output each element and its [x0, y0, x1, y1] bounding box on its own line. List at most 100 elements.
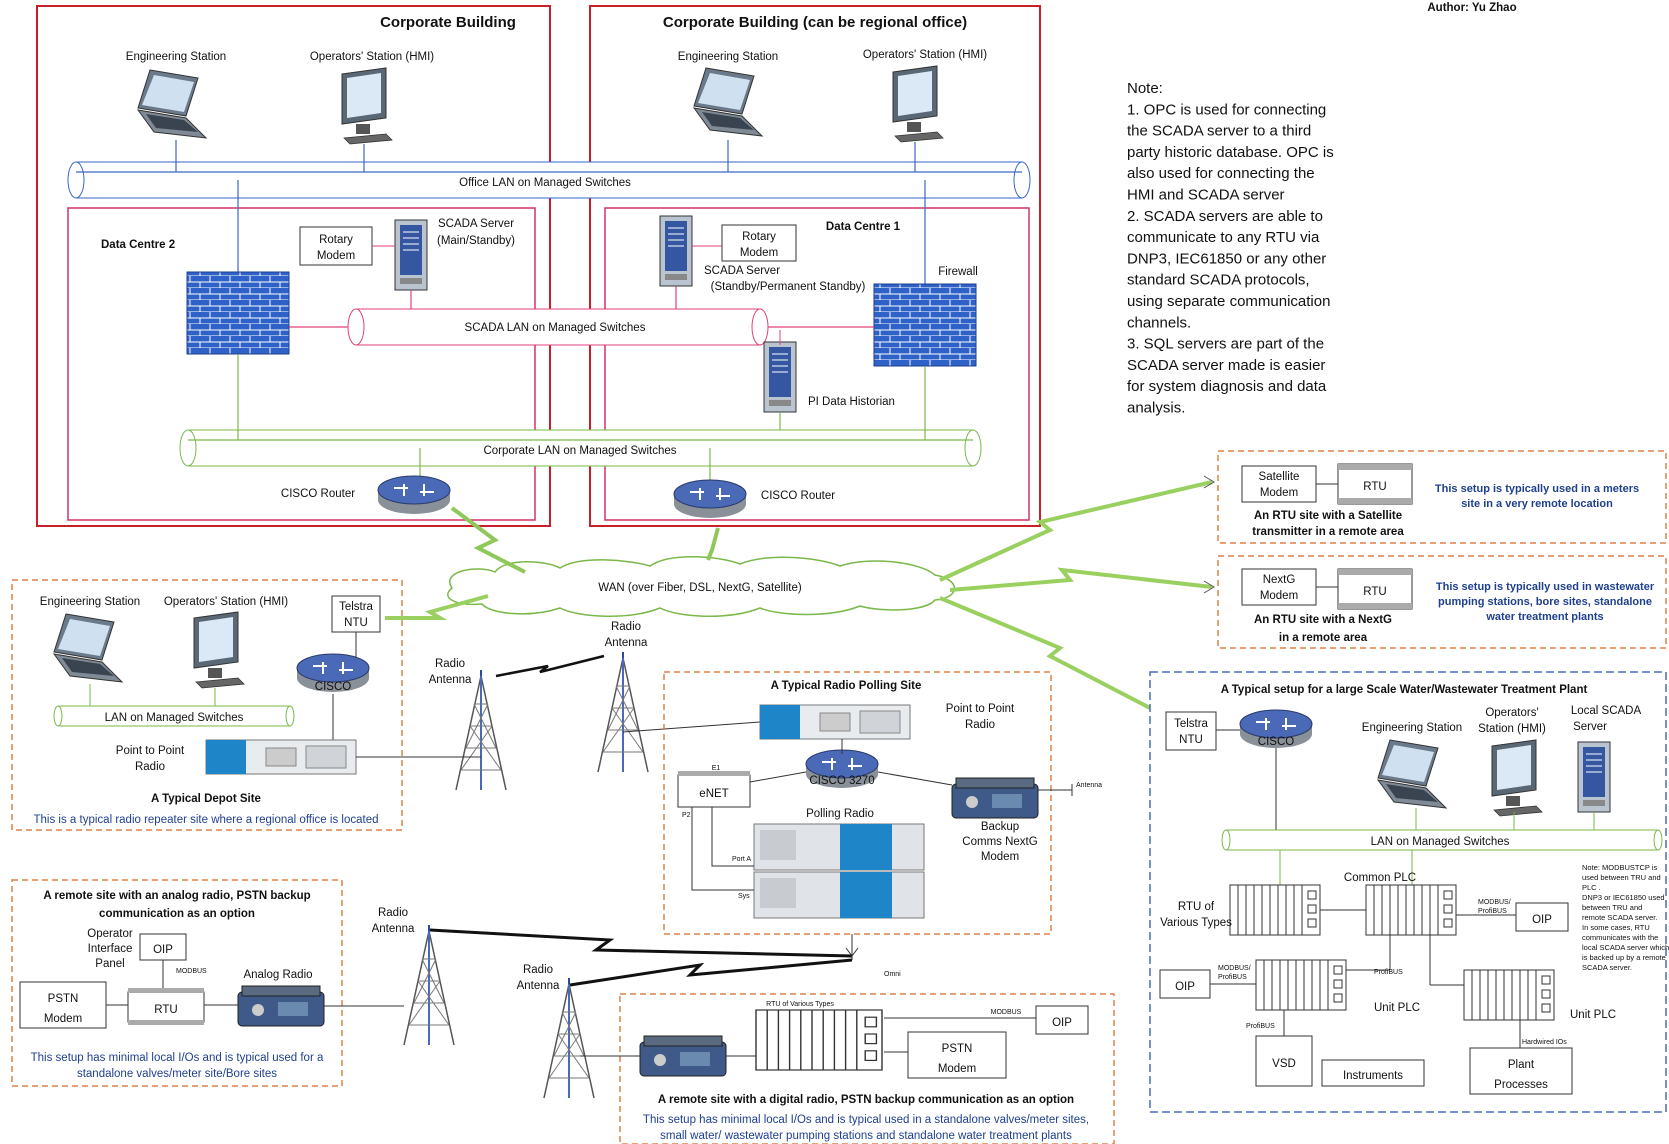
digital-site-title: A remote site with a digital radio, PSTN… — [658, 1094, 1074, 1106]
oip-panel-label: Panel — [95, 958, 124, 970]
firewall-left-icon — [186, 271, 290, 355]
polling-site-title: A Typical Radio Polling Site — [771, 680, 922, 692]
local-scada-label: Local SCADA — [1571, 705, 1642, 717]
treatment-note-line: PLC . — [1582, 883, 1601, 892]
enet-box — [677, 774, 751, 808]
satellite-caption: An RTU site with a Satellite — [1254, 510, 1402, 522]
local-scada-label: Server — [1573, 721, 1607, 733]
monitor-icon — [892, 65, 944, 143]
treatment-plant-box — [1149, 671, 1667, 1113]
pstn-modem-box — [19, 981, 107, 1029]
satellite-modem — [1241, 465, 1317, 503]
polling-radio-label: Polling Radio — [806, 808, 874, 820]
profibus-label: ProfiBUS — [1478, 908, 1507, 915]
sys-label: Sys — [738, 893, 750, 900]
instruments-box — [1321, 1059, 1425, 1087]
pstn-label: PSTN — [48, 993, 79, 1005]
rtu-label: RTU — [1363, 586, 1386, 598]
treatment-note-line: used between TRU and — [1582, 873, 1661, 882]
engineering-station-label: Engineering Station — [678, 51, 778, 63]
radio-tower-icon — [543, 977, 595, 1099]
rotary-modem-label: Rotary — [319, 234, 353, 246]
satellite-modem-label: Modem — [1260, 487, 1298, 499]
monitor-icon — [341, 67, 393, 145]
corporate-building-right-box — [589, 5, 1041, 527]
engineering-station-label: Engineering Station — [1362, 722, 1462, 734]
oip-panel-label: Operator — [87, 928, 133, 940]
nextg-description: water treatment plants — [1485, 611, 1603, 623]
laptop-icon — [693, 67, 763, 137]
depot-site-box — [11, 579, 403, 831]
pstn-label: Modem — [44, 1013, 82, 1025]
radio-antenna-label: Radio — [378, 907, 408, 919]
scada-server-label: (Standby/Permanent Standby) — [711, 281, 866, 293]
historian-label: PI Data Historian — [808, 396, 895, 408]
ptp-radio-label: Point to Point — [946, 703, 1015, 715]
oip-panel — [1035, 1005, 1089, 1035]
vsd-label: VSD — [1272, 1058, 1296, 1070]
pstn-modem-box — [907, 1031, 1007, 1079]
omni-label: Omni — [884, 971, 901, 978]
enet-label: eNET — [699, 788, 728, 800]
note-line: Note: — [1127, 80, 1163, 97]
office-lan-label: Office LAN on Managed Switches — [459, 177, 631, 189]
laptop-icon — [53, 613, 123, 683]
telstra-ntu-label: Telstra — [339, 601, 373, 613]
scada-server-icon — [659, 215, 693, 287]
nextg-modem-label: NextG — [1263, 574, 1296, 586]
unit-plc-icon — [1463, 969, 1555, 1021]
data-centre-2-box — [67, 207, 536, 521]
polling-radio-icon — [753, 823, 925, 919]
oip-label: OIP — [1532, 914, 1552, 926]
operators-station-label: Station (HMI) — [1478, 723, 1546, 735]
analog-radio-label: Analog Radio — [243, 969, 312, 981]
note-line: channels. — [1127, 314, 1191, 331]
historian-server-icon — [763, 341, 797, 413]
plant-processes-box — [1469, 1047, 1573, 1095]
note-line: the SCADA server to a third — [1127, 123, 1311, 140]
author-label: Author: Yu Zhao — [1427, 2, 1516, 14]
radio-antenna-label: Antenna — [605, 637, 648, 649]
treatment-lan-pipe: LAN on Managed Switches — [1221, 829, 1663, 851]
digital-site-description: small water/ wastewater pumping stations… — [660, 1130, 1072, 1142]
radio-antenna-label: Radio — [523, 964, 553, 976]
wan-label: WAN (over Fiber, DSL, NextG, Satellite) — [598, 582, 802, 594]
scada-server-label: SCADA Server — [438, 218, 514, 230]
note-line: DNP3, IEC61850 or any other — [1127, 250, 1326, 267]
profibus-label: ProfiBUS — [1218, 974, 1247, 981]
note-line: 3. SQL servers are part of the — [1127, 336, 1324, 353]
nextg-description: pumping stations, bore sites, standalone — [1438, 596, 1652, 608]
polling-site-box — [663, 671, 1052, 935]
wan-cloud: WAN (over Fiber, DSL, NextG, Satellite) — [447, 556, 956, 617]
operators-station-label: Operators' Station (HMI) — [863, 49, 987, 61]
local-scada-server-icon — [1577, 741, 1611, 813]
rotary-modem-label: Modem — [317, 250, 355, 262]
e1-label: E1 — [712, 765, 721, 772]
satellite-description: site in a very remote location — [1461, 498, 1613, 510]
profibus-label: ProfiBUS — [1246, 1023, 1275, 1030]
rotary-modem-right — [721, 224, 797, 262]
monitor-icon — [1491, 739, 1543, 817]
rotary-modem-label: Modem — [740, 247, 778, 259]
analog-site-description: This setup has minimal local I/Os and is… — [31, 1052, 324, 1064]
depot-description: This is a typical radio repeater site wh… — [34, 814, 379, 826]
cisco-label: CISCO — [1258, 736, 1294, 748]
telstra-ntu — [331, 595, 381, 633]
modbus-label: MODBUS/ — [1218, 965, 1251, 972]
backup-modem-label: Modem — [981, 851, 1019, 863]
scada-server-label: (Main/Standby) — [437, 235, 515, 247]
profibus-label: ProfiBUS — [1374, 969, 1403, 976]
cisco-router-icon — [377, 475, 451, 515]
common-plc-label: Common PLC — [1344, 872, 1416, 884]
laptop-icon — [1377, 739, 1447, 809]
plant-label: Plant — [1508, 1059, 1535, 1071]
oip-panel — [1159, 969, 1211, 999]
analog-site-description: standalone valves/meter site/Bore sites — [77, 1068, 277, 1080]
note-line: standard SCADA protocols, — [1127, 272, 1310, 289]
ptp-radio-label: Radio — [965, 719, 995, 731]
rtu-types-label: RTU of Various Types — [766, 1001, 834, 1008]
rtu-box — [1337, 568, 1413, 610]
nextg-modem — [1241, 568, 1317, 606]
